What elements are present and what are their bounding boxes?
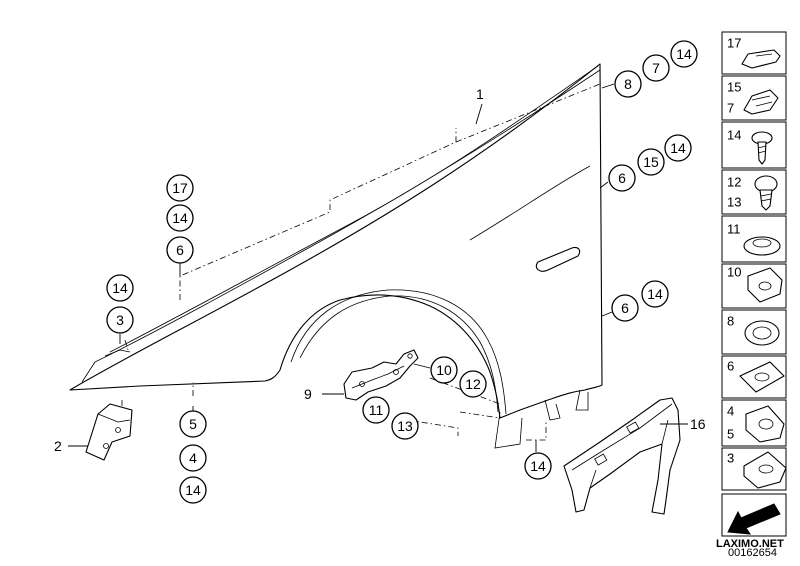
svg-text:11: 11 — [369, 402, 384, 418]
rubber-pad-icon — [747, 267, 783, 303]
grommet-icon — [743, 236, 781, 256]
svg-text:5: 5 — [189, 416, 197, 432]
svg-text:7: 7 — [727, 101, 734, 116]
callout-left-stack: 14 3 — [106, 274, 134, 334]
callout-upper-left-stack: 17 14 6 — [166, 174, 194, 264]
bolt-icon — [754, 175, 778, 211]
watermark: LAXIMO.NET — [716, 538, 784, 550]
svg-text:11: 11 — [727, 222, 741, 237]
legend-row-arrow — [721, 493, 787, 537]
bracket-2 — [68, 403, 133, 461]
bracket-9-mount — [322, 349, 419, 401]
svg-text:13: 13 — [727, 195, 741, 210]
callouts: 8 7 14 6 15 14 6 14 17 14 6 14 3 5 4 — [106, 40, 698, 504]
svg-text:12: 12 — [727, 175, 741, 190]
doc-number: 00162654 — [728, 547, 777, 559]
svg-text:14: 14 — [676, 46, 692, 62]
main-labels: 1 2 9 16 — [54, 86, 706, 454]
screw-icon — [751, 131, 773, 165]
arrow-icon — [727, 503, 781, 535]
svg-text:14: 14 — [647, 286, 663, 302]
legend-row-6: 6 — [721, 355, 787, 399]
svg-text:14: 14 — [112, 280, 128, 296]
svg-text:6: 6 — [176, 242, 184, 258]
legend-row-17: 17 — [721, 31, 787, 75]
callout-low-right: 6 14 — [611, 280, 669, 322]
gasket-plate-icon — [745, 405, 785, 443]
svg-text:14: 14 — [727, 128, 741, 143]
svg-text:13: 13 — [397, 418, 413, 434]
legend-row-4-5: 4 5 — [721, 399, 787, 447]
spring-nut-icon — [743, 89, 779, 115]
clip-icon — [741, 49, 781, 69]
svg-text:7: 7 — [652, 60, 660, 76]
label-bracket-left: 2 — [54, 438, 62, 454]
callout-bottom-stack: 5 4 14 — [179, 410, 207, 504]
svg-text:6: 6 — [727, 359, 734, 374]
svg-text:5: 5 — [727, 427, 734, 442]
gasket-plate-icon — [739, 361, 785, 393]
label-support-bracket: 16 — [690, 416, 706, 432]
svg-text:14: 14 — [670, 140, 686, 156]
svg-text:8: 8 — [727, 314, 734, 329]
legend-row-3: 3 — [721, 447, 787, 491]
svg-text:17: 17 — [172, 180, 188, 196]
svg-text:6: 6 — [618, 170, 626, 186]
svg-text:14: 14 — [185, 482, 201, 498]
callout-top-right: 8 7 14 — [614, 40, 698, 98]
parts-legend: 17 15 7 14 — [721, 31, 787, 537]
callout-mid-right: 6 15 14 — [608, 134, 692, 192]
callout-bracket-pair-a: 10 12 — [430, 356, 487, 398]
svg-text:14: 14 — [530, 458, 546, 474]
legend-row-14: 14 — [721, 121, 787, 169]
gasket-plate-icon — [743, 451, 787, 489]
svg-text:10: 10 — [436, 362, 452, 378]
svg-text:10: 10 — [727, 265, 741, 280]
legend-row-8: 8 — [721, 309, 787, 355]
svg-text:3: 3 — [116, 312, 124, 328]
legend-row-10: 10 — [721, 263, 787, 309]
label-bracket-mount: 9 — [304, 386, 312, 402]
label-fender: 1 — [476, 86, 484, 102]
ring-seal-icon — [744, 320, 780, 346]
callout-bracket-pair-b: 11 13 — [362, 396, 419, 440]
support-bracket-16 — [563, 397, 688, 515]
legend-row-12-13: 12 13 — [721, 169, 787, 215]
svg-text:8: 8 — [624, 76, 632, 92]
svg-text:17: 17 — [727, 36, 741, 51]
svg-text:14: 14 — [172, 210, 188, 226]
svg-text:4: 4 — [727, 404, 734, 419]
svg-text:15: 15 — [727, 80, 741, 95]
svg-text:12: 12 — [465, 376, 481, 392]
callout-lower-single: 14 — [524, 452, 552, 480]
svg-text:6: 6 — [621, 300, 629, 316]
svg-text:4: 4 — [189, 450, 197, 466]
legend-row-15-7: 15 7 — [721, 75, 787, 121]
svg-text:3: 3 — [727, 451, 734, 466]
fender-panel — [69, 63, 603, 449]
svg-text:15: 15 — [643, 154, 659, 170]
legend-row-11: 11 — [721, 215, 787, 263]
